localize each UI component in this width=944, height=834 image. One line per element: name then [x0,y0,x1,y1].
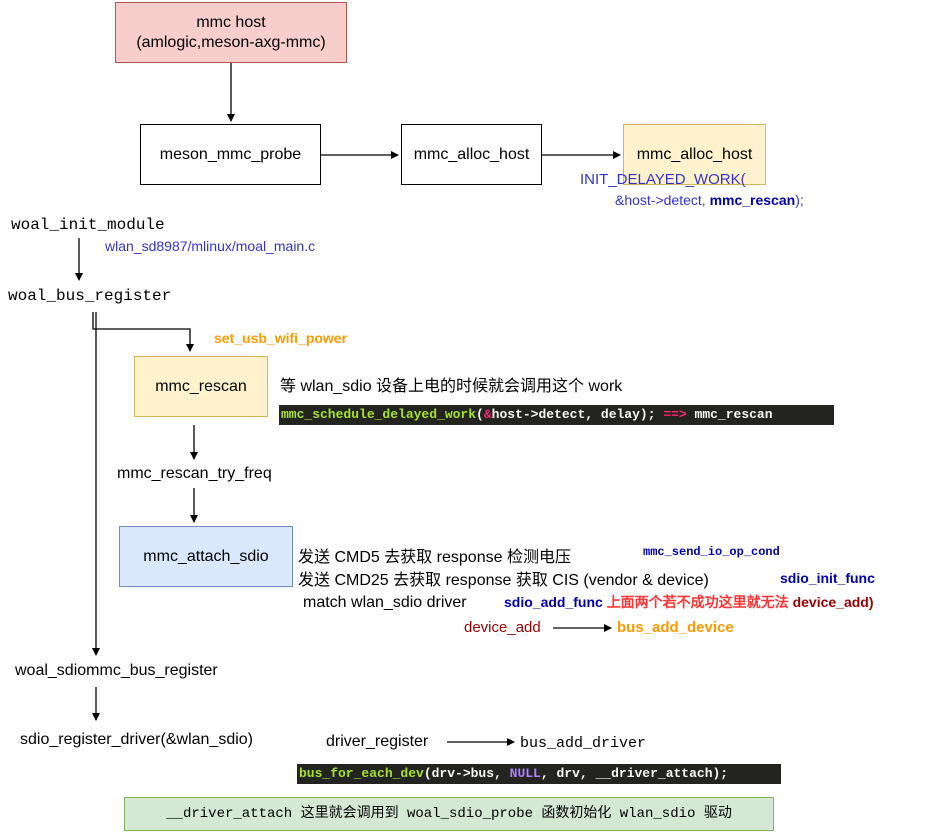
schedule-amp: & [483,407,492,422]
mmc-host-node: mmc host (amlogic,meson-axg-mmc) [115,2,347,63]
mmc-attach-sdio-label: mmc_attach_sdio [143,547,269,565]
fail-note-device-add: device_add) [792,594,874,610]
sdio-add-func-line: sdio_add_func 上面两个若不成功这里就无法 device_add) [504,592,874,612]
moal-main-path-label: wlan_sd8987/mlinux/moal_main.c [105,238,316,254]
mmc-attach-sdio-node: mmc_attach_sdio [119,526,293,587]
meson-mmc-probe-node: meson_mmc_probe [140,124,321,185]
schedule-paren: ( [476,407,484,422]
rescan-note: 等 wlan_sdio 设备上电的时候就会调用这个 work [280,378,623,395]
bus-for-each-fn: bus_for_each_dev [299,766,424,781]
schedule-args: host->detect, delay); [491,407,664,422]
fail-note: 上面两个若不成功这里就无法 [606,594,793,610]
cmd25-note: 发送 CMD25 去获取 response 获取 CIS (vendor & d… [298,572,709,589]
cmd5-note: 发送 CMD5 去获取 response 检测电压 [298,549,571,566]
woal-bus-register-label: woal_bus_register [8,287,172,305]
bus-add-driver-label: bus_add_driver [520,735,647,752]
init-delayed-work-args: &host->detect, [615,192,710,208]
bus-for-each-args2: , drv, __driver_attach); [540,766,729,781]
mmc-rescan-node: mmc_rescan [134,356,268,417]
driver-attach-note: __driver_attach 这里就会调用到 woal_sdio_probe … [124,797,774,831]
woal-sdiommc-bus-register-label: woal_sdiommc_bus_register [15,662,218,679]
sdio-add-func-label: sdio_add_func [504,594,603,610]
mmc-host-subtitle: (amlogic,meson-axg-mmc) [136,33,326,51]
mmc-alloc-host-detail-label: mmc_alloc_host [636,145,753,163]
schedule-fn: mmc_schedule_delayed_work [281,407,477,422]
arrow-bus-register-to-rescan [92,312,194,352]
init-delayed-work-close: ); [795,192,804,208]
driver-attach-note-text: __driver_attach 这里就会调用到 woal_sdio_probe … [166,806,732,822]
bus-for-each-args1: (drv->bus, [423,766,510,781]
woal-init-module-label: woal_init_module [11,216,165,234]
mmc-host-title: mmc host [196,13,266,31]
schedule-arrow: ==> [663,407,687,422]
sdio-init-func-label: sdio_init_func [780,570,875,586]
mmc-rescan-try-freq-label: mmc_rescan_try_freq [117,465,272,482]
mmc-rescan-label: mmc_rescan [155,377,247,395]
mmc-alloc-host-node: mmc_alloc_host [401,124,542,185]
init-delayed-work-line2: &host->detect, mmc_rescan); [615,190,804,210]
schedule-target: mmc_rescan [686,407,773,422]
device-add-label: device_add [464,619,541,636]
sdio-register-driver-label: sdio_register_driver(&wlan_sdio) [20,731,253,748]
mmc-send-io-op-cond-label: mmc_send_io_op_cond [643,545,780,559]
driver-register-label: driver_register [326,733,429,750]
bus-add-device-label: bus_add_device [617,619,734,636]
bus-for-each-dev-code: bus_for_each_dev(drv->bus, NULL, drv, __… [297,764,781,784]
mmc-alloc-host-label: mmc_alloc_host [413,145,530,163]
meson-mmc-probe-label: meson_mmc_probe [159,145,302,163]
init-delayed-work-fn: mmc_rescan [709,192,796,208]
schedule-delayed-work-code: mmc_schedule_delayed_work(&host->detect,… [279,405,834,425]
init-delayed-work-line1: INIT_DELAYED_WORK( [580,171,746,188]
mmc-alloc-host-detail-node: mmc_alloc_host [623,124,766,185]
match-note: match wlan_sdio driver [303,594,467,611]
bus-for-each-null: NULL [509,766,541,781]
set-usb-wifi-power-label: set_usb_wifi_power [214,330,348,346]
